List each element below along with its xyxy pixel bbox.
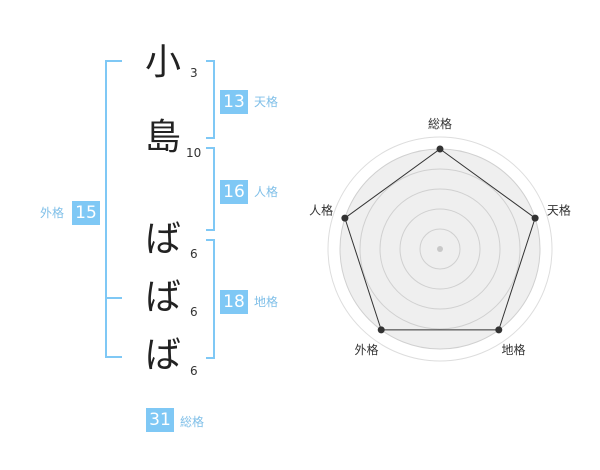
chikaku-value: 18 <box>220 290 248 314</box>
chikaku-label: 地格 <box>254 295 279 309</box>
radar-axis-label-5: 人格 <box>309 202 333 217</box>
gaikaku-label: 外格 <box>40 206 65 220</box>
stroke-count-4: 6 <box>190 305 198 319</box>
jinkaku-value: 16 <box>220 180 248 204</box>
radar-point-2 <box>531 214 539 222</box>
radar-polygon <box>344 148 536 331</box>
stroke-count-2: 10 <box>186 146 202 160</box>
radar-axis-label-2: 天格 <box>547 202 571 217</box>
stroke-count-1: 3 <box>190 66 198 80</box>
radar-center <box>437 246 443 252</box>
name-char-4: ば <box>145 277 182 318</box>
radar-ring <box>379 188 501 310</box>
radar-outer-ring <box>327 136 553 362</box>
radar-axis-label-3: 地格 <box>501 342 525 357</box>
radar-axis-label-1: 総格 <box>428 116 452 131</box>
radar-point-5 <box>341 214 349 222</box>
radar-point-1 <box>436 145 444 153</box>
radar-point-4 <box>377 326 385 334</box>
stroke-count-5: 6 <box>190 364 198 378</box>
radar-ring <box>419 228 461 270</box>
gaikaku-value: 15 <box>72 201 100 225</box>
name-char-3: ば <box>145 219 182 260</box>
soukaku-value: 31 <box>146 408 174 432</box>
tenkaku-value: 13 <box>220 90 248 114</box>
tenkaku-label: 天格 <box>254 95 279 109</box>
tenkaku-bracket <box>206 60 215 139</box>
jinkaku-label: 人格 <box>254 185 279 199</box>
chikaku-bracket <box>206 239 215 359</box>
name-char-5: ば <box>145 335 182 376</box>
radar-axis-label-4: 外格 <box>355 342 379 357</box>
radar-point-3 <box>495 326 503 334</box>
soukaku-label: 総格 <box>180 415 205 429</box>
stroke-count-3: 6 <box>190 247 198 261</box>
radar-ring <box>359 168 521 330</box>
jinkaku-bracket <box>206 147 215 231</box>
radar-ring <box>399 208 481 290</box>
name-char-2: 島 <box>145 117 182 158</box>
gaikaku-bracket <box>105 60 122 358</box>
name-char-1: 小 <box>145 42 182 83</box>
